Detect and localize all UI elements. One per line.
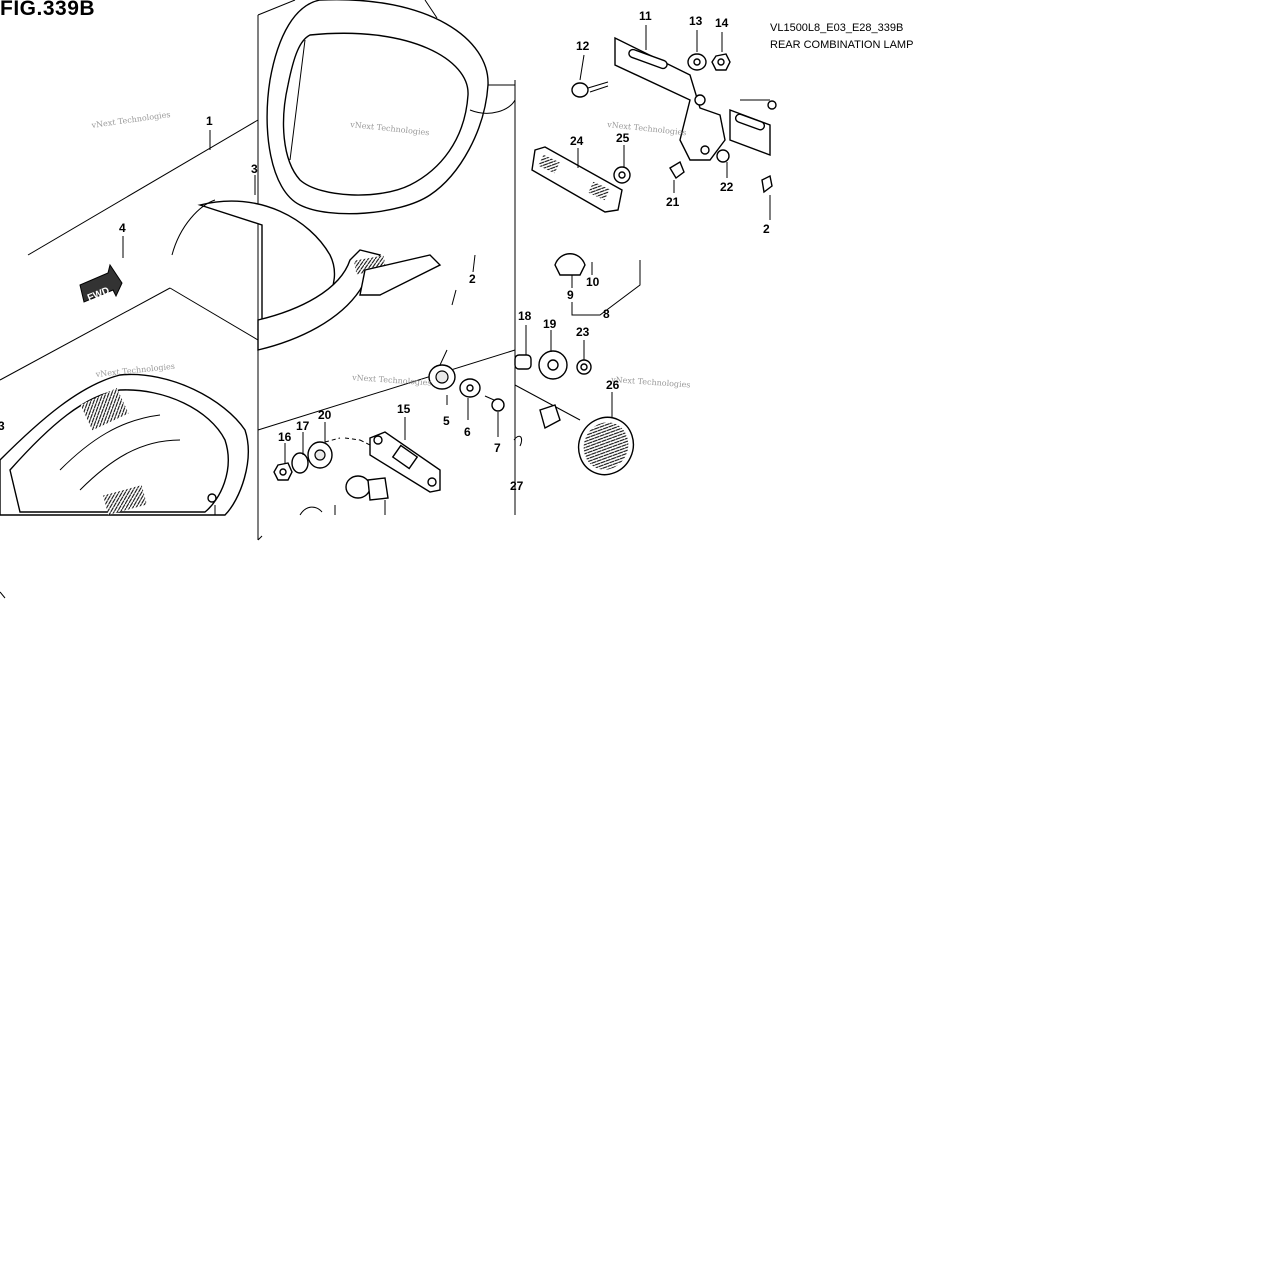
watermark: vNext Technologies bbox=[610, 375, 691, 390]
callout-labels: 1 2 3 4 5 6 7 8 9 10 11 12 13 14 15 16 1… bbox=[0, 9, 770, 493]
lamp-gasket bbox=[171, 199, 442, 351]
reflector-bar bbox=[531, 146, 623, 213]
callout-1: 1 bbox=[206, 114, 213, 128]
lamp-housing bbox=[266, 0, 516, 215]
callout-3b: 3 bbox=[0, 419, 5, 433]
watermark: vNext Technologies bbox=[90, 110, 171, 130]
callout-27: 27 bbox=[510, 479, 524, 493]
hardware bbox=[273, 53, 773, 516]
fwd-arrow-icon: FWD bbox=[79, 263, 123, 304]
callout-13: 13 bbox=[689, 14, 703, 28]
callout-12: 12 bbox=[576, 39, 590, 53]
callout-11: 11 bbox=[639, 9, 652, 23]
callout-9: 9 bbox=[567, 288, 574, 302]
callout-4: 4 bbox=[119, 221, 126, 235]
callout-16: 16 bbox=[278, 430, 292, 444]
callout-7: 7 bbox=[494, 441, 501, 455]
panel-borders bbox=[0, 0, 581, 599]
callout-6: 6 bbox=[464, 425, 471, 439]
callout-14: 14 bbox=[715, 16, 729, 30]
callout-24: 24 bbox=[570, 134, 584, 148]
callout-2b: 2 bbox=[763, 222, 770, 236]
license-bracket bbox=[614, 36, 777, 161]
leader-lines bbox=[122, 25, 771, 515]
lamp-lens bbox=[0, 373, 249, 516]
diagram-caption: REAR COMBINATION LAMP bbox=[770, 39, 914, 51]
callout-25: 25 bbox=[616, 131, 630, 145]
model-code: VL1500L8_E03_E28_339B bbox=[770, 22, 904, 34]
callout-8: 8 bbox=[603, 307, 610, 321]
callout-5: 5 bbox=[443, 414, 450, 428]
callout-21: 21 bbox=[666, 195, 680, 209]
callout-2: 2 bbox=[469, 272, 476, 286]
callout-10: 10 bbox=[586, 275, 600, 289]
callout-3: 3 bbox=[251, 162, 258, 176]
figure-title: FIG.339B bbox=[0, 0, 96, 20]
callout-20: 20 bbox=[318, 408, 332, 422]
callout-26: 26 bbox=[606, 378, 620, 392]
callout-15: 15 bbox=[397, 402, 411, 416]
callout-19: 19 bbox=[543, 317, 557, 331]
callout-23: 23 bbox=[576, 325, 590, 339]
callout-17: 17 bbox=[296, 419, 310, 433]
callout-18: 18 bbox=[518, 309, 532, 323]
watermark: vNext Technologies bbox=[351, 373, 432, 388]
callout-22: 22 bbox=[720, 180, 734, 194]
